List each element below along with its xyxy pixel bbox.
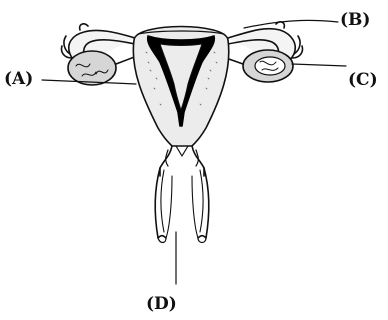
cervix (160, 146, 204, 176)
leader-line-c (292, 64, 346, 66)
label-c: (C) (348, 72, 378, 89)
leader-line-b (244, 20, 338, 28)
label-b: (B) (340, 12, 370, 29)
label-d: (D) (146, 296, 177, 313)
label-a: (A) (4, 71, 33, 88)
left-ovary (68, 51, 116, 85)
